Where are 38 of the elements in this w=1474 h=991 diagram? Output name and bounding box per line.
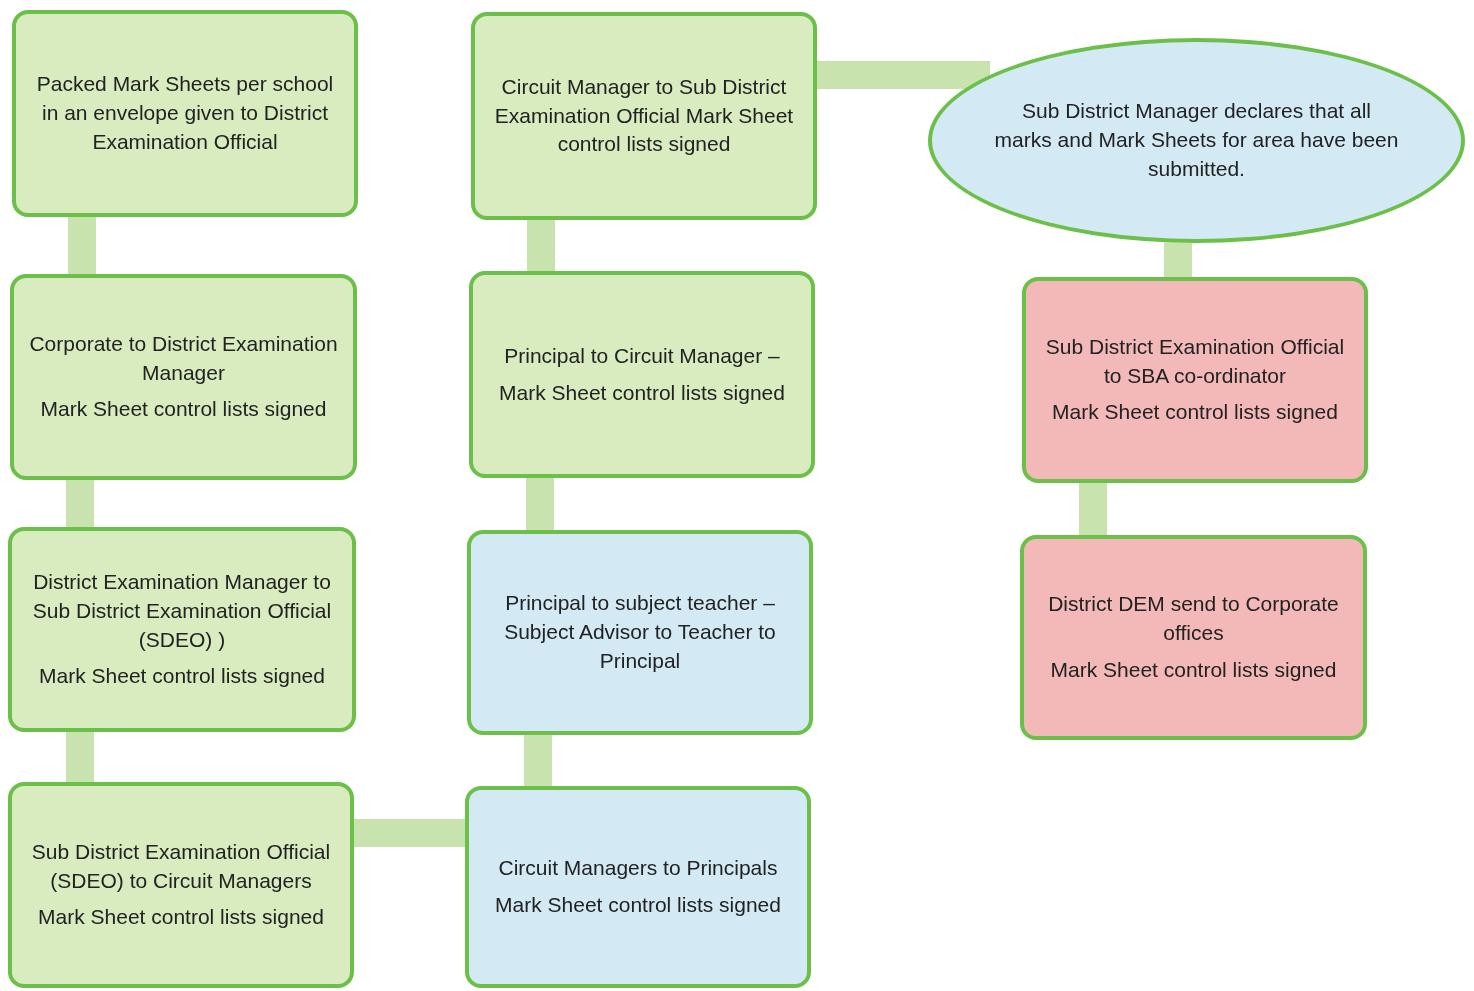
process-box [467, 530, 813, 735]
step-text: Sub District Manager declares that all marks and Mark Sheets for area have been submitted. [993, 98, 1400, 182]
process-box [465, 786, 811, 988]
process-box [1022, 277, 1368, 483]
step-note: Mark Sheet control lists signed [499, 379, 785, 406]
step-text: Sub District Examination Official (SDEO) to Circuit Managers [30, 838, 332, 894]
step-text: Sub District Examination Official to SBA co-ordinator [1044, 333, 1346, 389]
step-text: Principal to Circuit Manager – [504, 342, 780, 369]
process-box [10, 274, 357, 480]
process-box [8, 782, 354, 988]
step-text: District DEM send to Corporate offices [1047, 591, 1340, 646]
process-box [471, 12, 817, 220]
connector-bar [524, 735, 552, 786]
step-note: Mark Sheet control lists signed [38, 904, 324, 931]
step-text: Packed Mark Sheets per school in an envelope given to District Examination Official [35, 71, 335, 155]
connector-bar [68, 217, 96, 274]
process-box [12, 10, 358, 217]
step-text: Circuit Manager to Sub District Examination Official Mark Sheet control lists signed [493, 73, 795, 158]
step-note: Mark Sheet control lists signed [39, 663, 325, 690]
connector-bar [66, 732, 94, 782]
process-box [8, 527, 356, 732]
process-box [469, 271, 815, 478]
step-text: Circuit Managers to Principals [498, 855, 778, 882]
connector-bar [1164, 242, 1192, 277]
connector-bar [817, 61, 990, 89]
step-note: Mark Sheet control lists signed [40, 396, 327, 423]
step-text: Principal to subject teacher – Subject Advisor to Teacher to Principal [503, 590, 777, 674]
process-box [1020, 535, 1367, 740]
connector-bar [66, 480, 94, 527]
step-note: Mark Sheet control lists signed [1052, 399, 1338, 426]
connector-bar [527, 220, 555, 271]
step-text: District Examination Manager to Sub District Examination Official (SDEO) ) [31, 568, 333, 653]
step-text: Corporate to District Examination Manager [28, 330, 339, 386]
step-note: Mark Sheet control lists signed [1050, 657, 1337, 683]
connector-bar [1079, 483, 1107, 535]
connector-bar [354, 819, 465, 847]
connector-bar [526, 478, 554, 530]
step-note: Mark Sheet control lists signed [495, 892, 781, 918]
